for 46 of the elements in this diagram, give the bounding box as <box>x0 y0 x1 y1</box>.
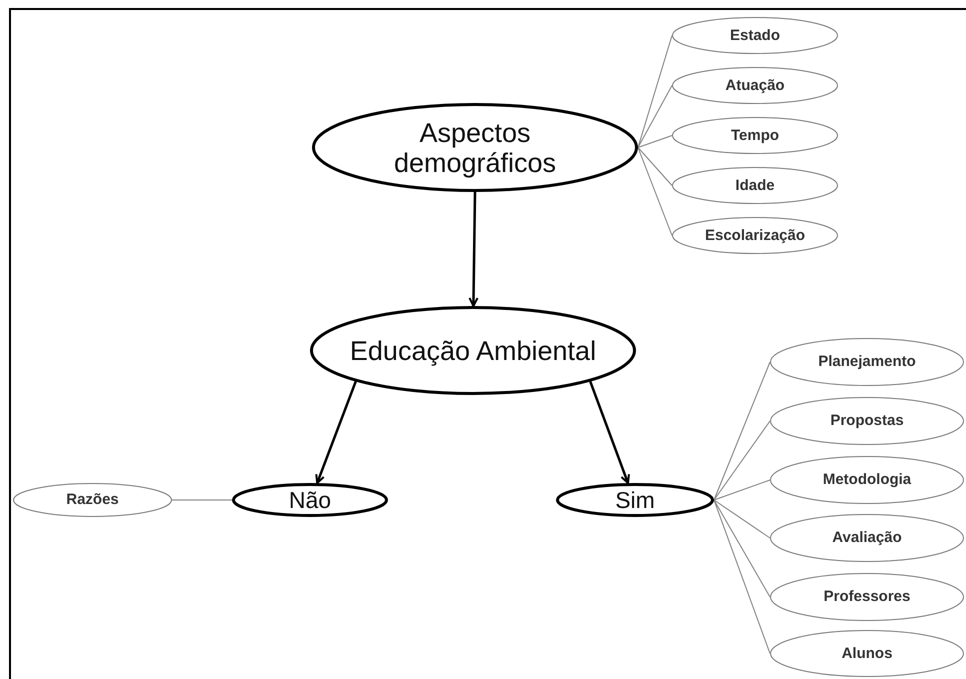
connector-line <box>714 362 770 500</box>
arrow <box>589 380 630 484</box>
ellipse-node <box>770 573 964 621</box>
ellipse-node <box>672 167 838 204</box>
ellipse-node <box>556 483 714 517</box>
arrow <box>315 380 357 484</box>
connector-line <box>638 147 672 186</box>
ellipse-node <box>672 217 838 254</box>
connector-line <box>714 500 770 654</box>
connector-line <box>714 500 770 538</box>
ellipse-node <box>770 630 964 677</box>
connector-line <box>714 500 770 598</box>
ellipse-node <box>672 117 838 154</box>
connector-line <box>638 135 672 148</box>
ellipse-node <box>232 483 388 517</box>
node-label: Atuação <box>724 76 786 94</box>
ellipse-node <box>312 103 638 192</box>
ellipse-node <box>770 514 964 562</box>
node-label: Não <box>288 487 332 513</box>
ellipse-node <box>310 306 636 395</box>
connector-line <box>638 85 672 148</box>
node-label: Razões <box>65 491 120 509</box>
connector-line <box>638 147 672 236</box>
ellipse-node <box>770 397 964 445</box>
connector-line <box>638 35 672 148</box>
node-label: Aspectos demográficos <box>392 118 558 178</box>
ellipse-node <box>672 67 838 104</box>
node-label: Educação Ambiental <box>348 336 598 366</box>
node-label: Professores <box>822 588 912 606</box>
node-label: Sim <box>614 487 656 513</box>
ellipse-node <box>770 338 964 386</box>
node-label: Propostas <box>829 412 905 430</box>
node-label: Tempo <box>730 126 780 144</box>
connector-line <box>714 480 770 500</box>
node-label: Alunos <box>840 644 894 662</box>
node-label: Metodologia <box>822 471 912 489</box>
node-label: Estado <box>728 26 781 44</box>
node-label: Idade <box>734 176 776 194</box>
ellipse-node <box>13 483 172 517</box>
arrow <box>468 192 479 307</box>
ellipse-node <box>770 456 964 504</box>
ellipse-node <box>672 17 838 54</box>
node-label: Avaliação <box>831 529 903 547</box>
node-label: Escolarização <box>704 226 806 244</box>
node-label: Planejamento <box>817 353 917 371</box>
connector-line <box>714 420 770 500</box>
